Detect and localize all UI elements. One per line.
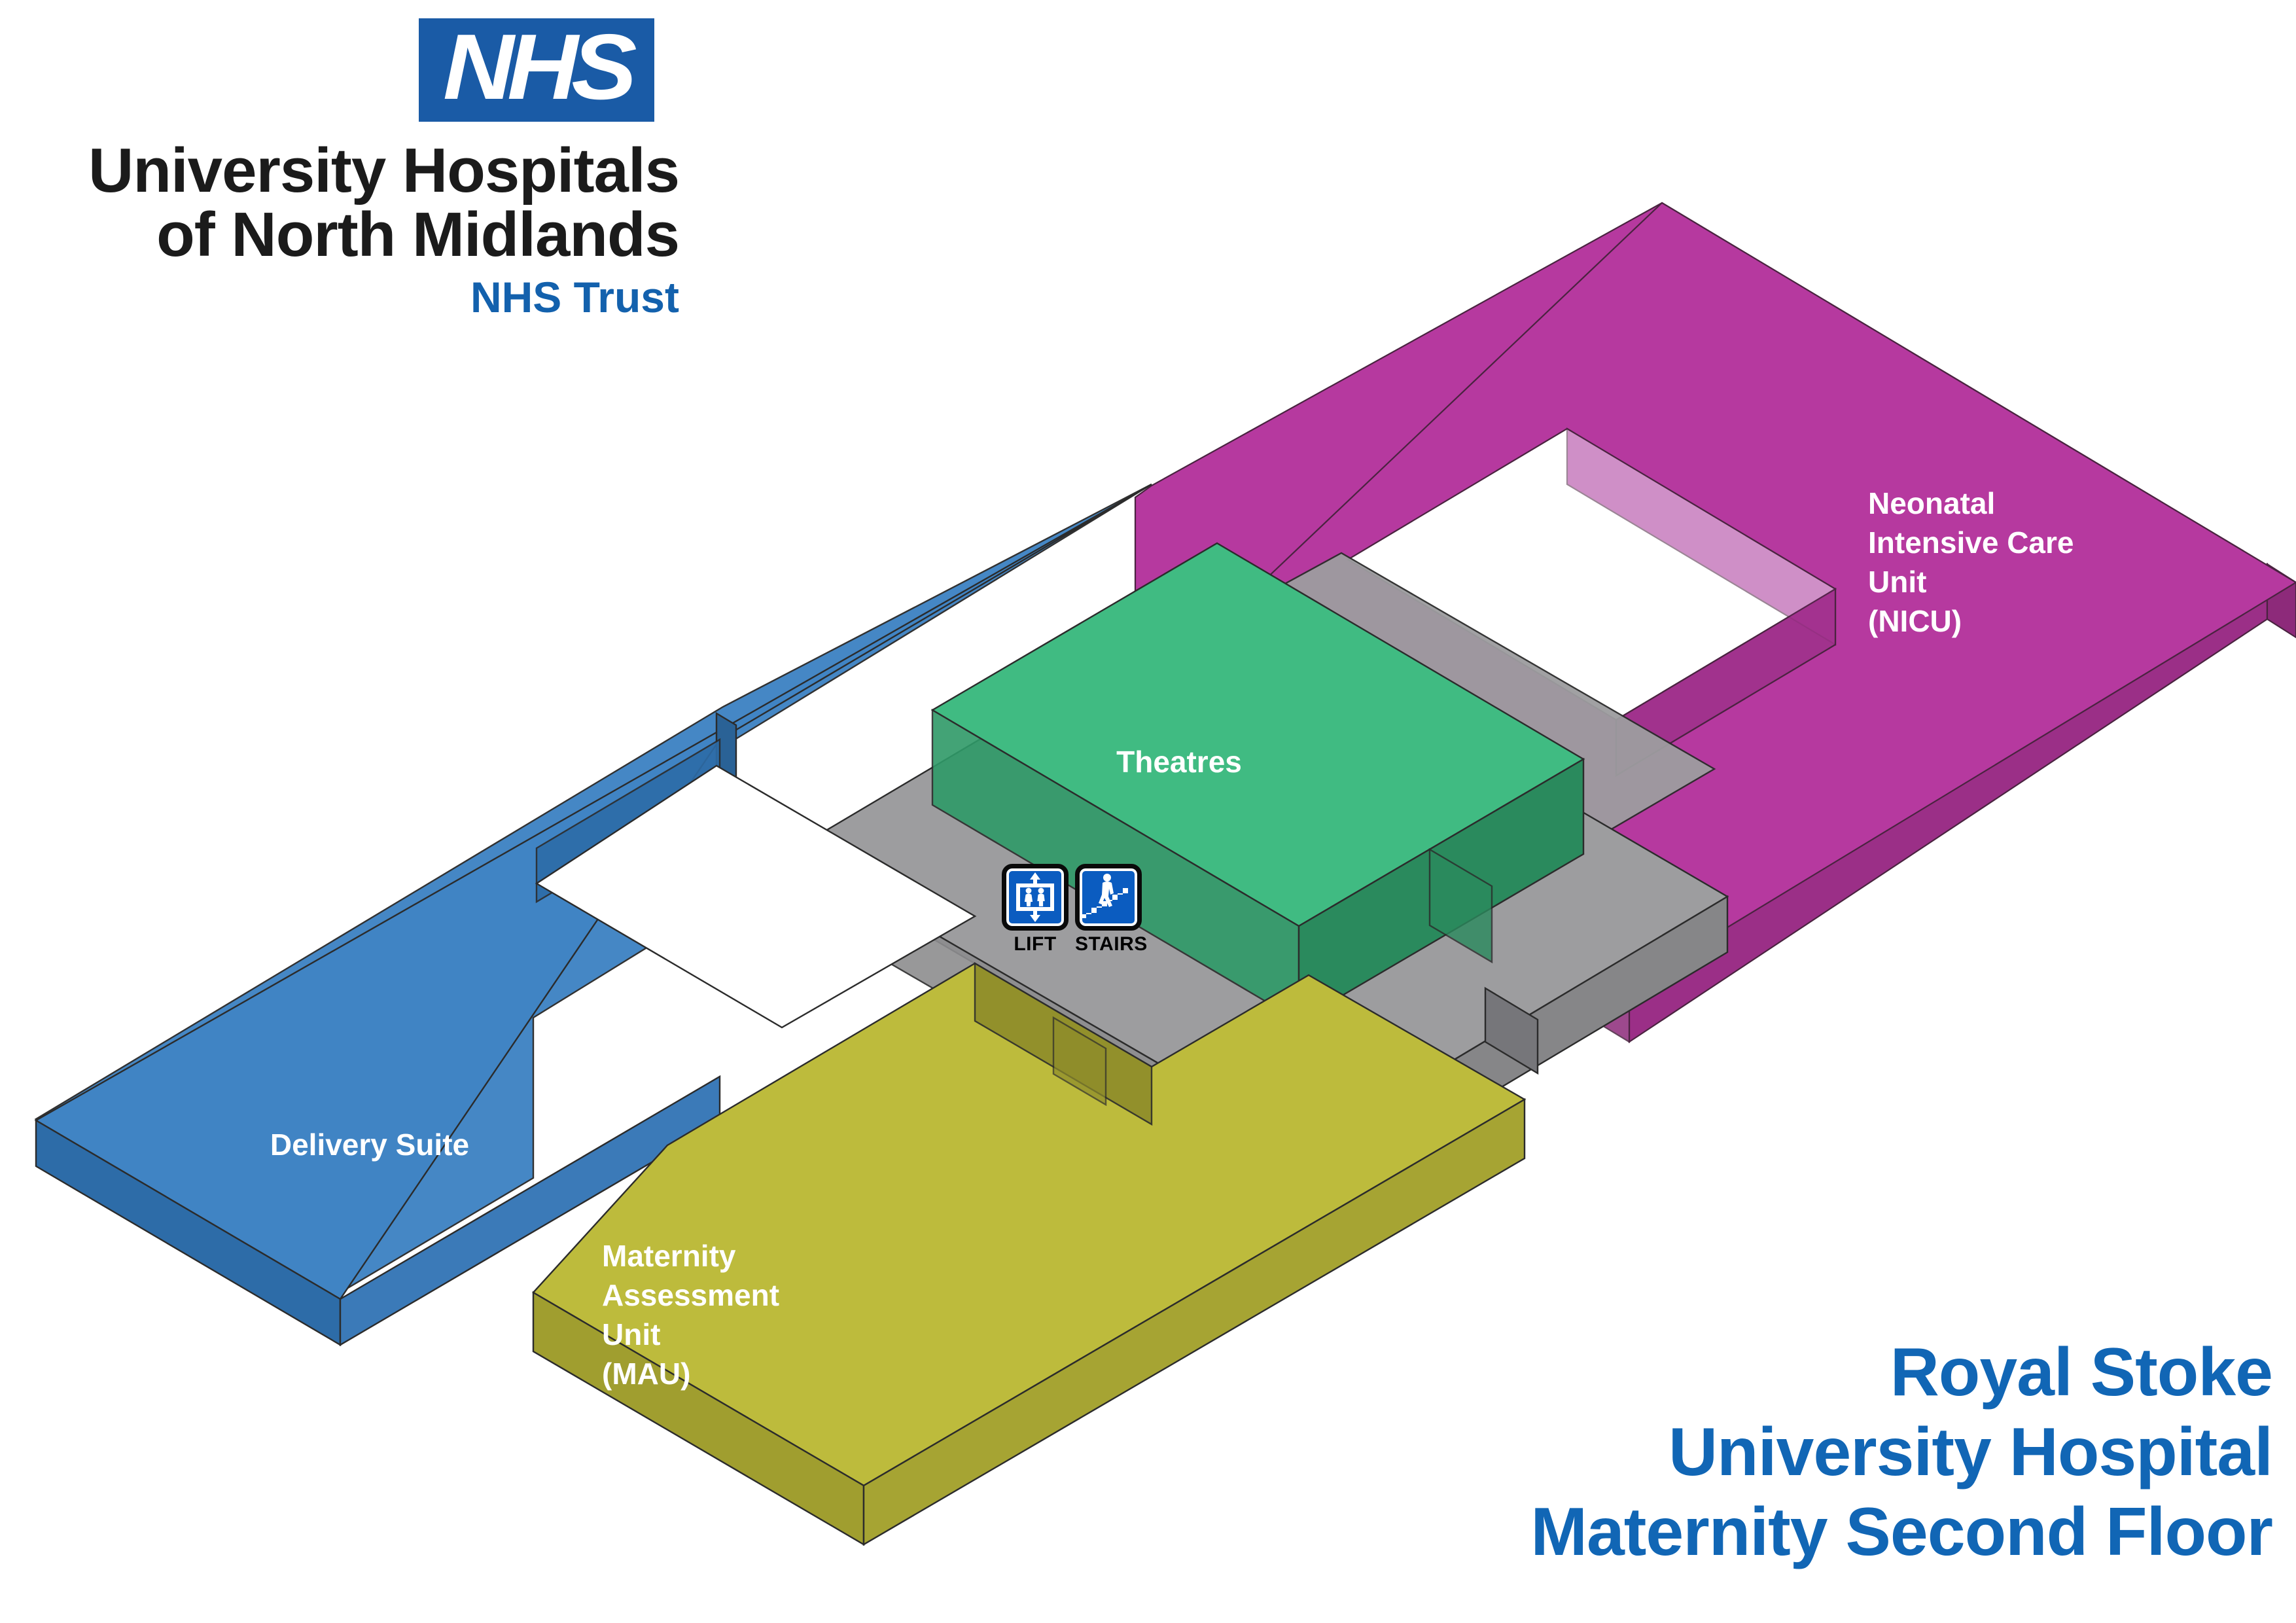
mau-notch-riser — [1052, 1016, 1107, 1107]
svg-text:Unit: Unit — [602, 1317, 660, 1351]
svg-text:Unit: Unit — [1868, 565, 1926, 599]
zone-label-theatres: Theatres — [1116, 745, 1242, 779]
floor-title-line-3: Maternity Second Floor — [1530, 1494, 2273, 1570]
page-title: Royal Stoke University Hospital Maternit… — [1530, 1332, 2273, 1572]
theatres-notch — [1428, 847, 1493, 964]
trust-name-line-2: of North Midlands — [156, 200, 680, 270]
zone-mau[interactable] — [532, 961, 1527, 1546]
trust-name: University Hospitals of North Midlands — [12, 135, 680, 270]
svg-text:Intensive Care: Intensive Care — [1868, 526, 2074, 560]
svg-text:(NICU): (NICU) — [1868, 604, 1962, 638]
nhs-logo-mark: NHS — [419, 18, 654, 122]
west-courtyard — [535, 764, 977, 1029]
svg-text:Maternity: Maternity — [602, 1239, 736, 1273]
lift-sign[interactable] — [1002, 864, 1069, 931]
trust-name-line-1: University Hospitals — [88, 135, 680, 205]
zone-label-delivery-suite: Delivery Suite — [270, 1128, 469, 1162]
lift-caption: LIFT — [1014, 933, 1057, 955]
zone-theatres[interactable] — [930, 542, 1585, 1023]
corridor-step-riser-2 — [1484, 986, 1539, 1075]
stairs-sign[interactable] — [1075, 864, 1142, 931]
stairs-icon — [1081, 874, 1128, 918]
floor-title-line-1: Royal Stoke — [1890, 1334, 2273, 1410]
wayfinding-signs: LIFT STAIRS — [1002, 864, 1159, 955]
floor-title-line-2: University Hospital — [1668, 1414, 2273, 1490]
nhs-trust-logo: NHS University Hospitals of North Midlan… — [12, 18, 680, 321]
zone-label-mau: Maternity Assessment Unit (MAU) — [602, 1239, 779, 1391]
svg-text:Assessment: Assessment — [602, 1278, 779, 1312]
svg-text:(MAU): (MAU) — [602, 1357, 690, 1391]
lift-icon — [1016, 872, 1054, 922]
mau-side-se — [862, 1097, 1526, 1546]
stairs-caption: STAIRS — [1075, 933, 1148, 955]
svg-text:Neonatal: Neonatal — [1868, 486, 1995, 520]
nhs-logo-text: NHS — [442, 18, 637, 119]
zone-label-nicu: Neonatal Intensive Care Unit (NICU) — [1868, 486, 2074, 638]
trust-suffix: NHS Trust — [470, 273, 679, 321]
